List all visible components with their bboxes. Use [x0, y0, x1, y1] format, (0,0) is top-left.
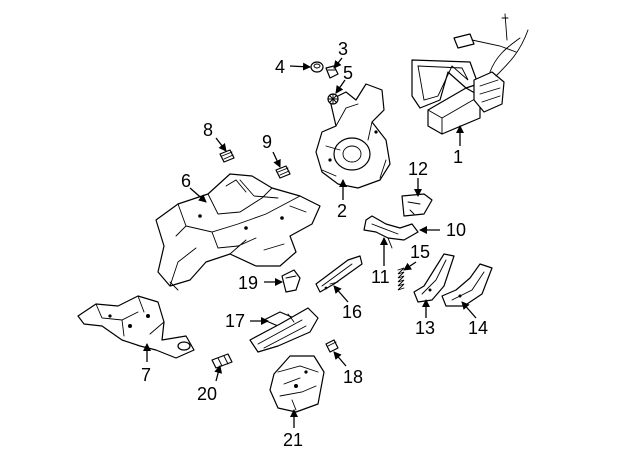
callout-20: 20: [197, 384, 217, 404]
leader-lines: [143, 57, 477, 428]
part-12-bracket[interactable]: [401, 193, 433, 217]
part-16-link-rod[interactable]: [315, 255, 363, 293]
callout-labels: 1 2 3 4 5 6 7 8 9 10 11 12 13 14 15 16 1…: [141, 39, 488, 450]
part-3-bushing[interactable]: [325, 65, 339, 79]
callout-3: 3: [338, 39, 348, 59]
part-7-lower-bracket[interactable]: [77, 295, 195, 359]
part-8-bolt[interactable]: [219, 149, 235, 163]
callout-19: 19: [238, 273, 258, 293]
part-14-lever[interactable]: [441, 263, 493, 307]
callout-14: 14: [468, 318, 488, 338]
part-21-tilt-housing[interactable]: [269, 355, 325, 413]
callout-6: 6: [181, 171, 191, 191]
part-20-pin[interactable]: [211, 353, 233, 369]
callout-1: 1: [453, 147, 463, 167]
callout-10: 10: [446, 220, 466, 240]
part-11-spring[interactable]: [397, 267, 405, 291]
part-10-lever-bracket[interactable]: [363, 215, 419, 249]
callout-2: 2: [337, 201, 347, 221]
callout-13: 13: [415, 318, 435, 338]
part-9-bolt[interactable]: [275, 165, 291, 179]
part-1-control-module[interactable]: [411, 13, 529, 135]
callout-9: 9: [262, 132, 272, 152]
part-18-pin[interactable]: [325, 339, 339, 353]
callout-18: 18: [343, 367, 363, 387]
callout-21: 21: [283, 430, 303, 450]
callout-11: 11: [371, 267, 390, 287]
callout-12: 12: [408, 159, 428, 179]
part-19-clip[interactable]: [281, 269, 301, 293]
part-4-cap[interactable]: [310, 61, 324, 73]
callout-7: 7: [141, 365, 151, 385]
callout-4: 4: [275, 57, 285, 77]
part-17-slide-bracket[interactable]: [249, 307, 319, 353]
callout-5: 5: [343, 63, 353, 83]
part-5-gear[interactable]: [327, 93, 339, 105]
callout-16: 16: [342, 302, 362, 322]
part-13-lever[interactable]: [413, 253, 455, 303]
part-2-column-housing[interactable]: [315, 83, 391, 189]
callout-8: 8: [203, 120, 213, 140]
callout-17: 17: [225, 311, 245, 331]
part-6-support-bracket[interactable]: [155, 173, 321, 291]
callout-15: 15: [410, 242, 430, 262]
